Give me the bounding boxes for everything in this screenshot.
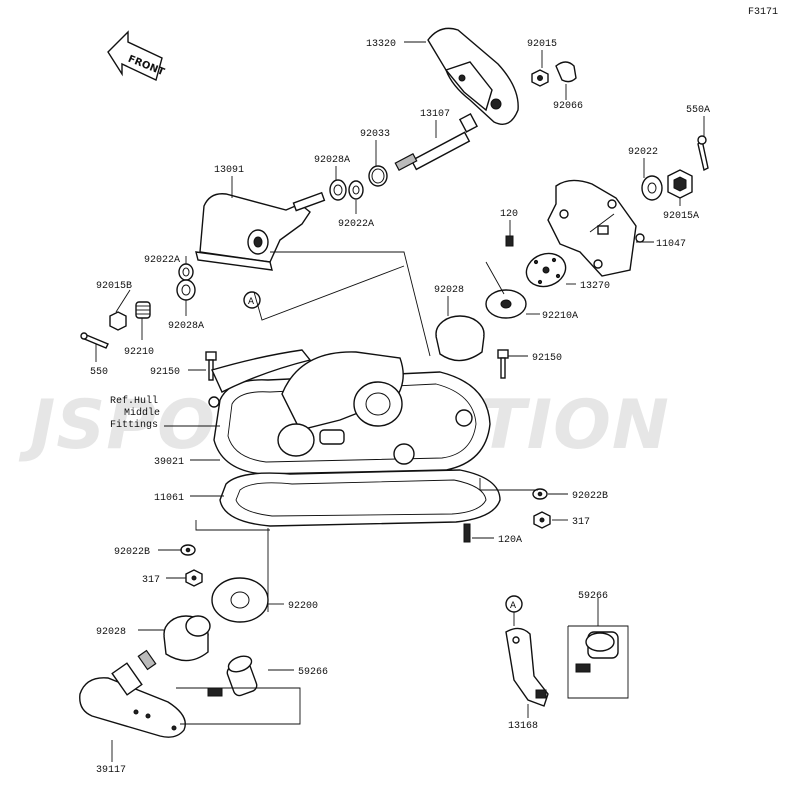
part-59266-knob-low bbox=[207, 655, 258, 697]
label-92150-right: 92150 bbox=[532, 353, 562, 364]
part-92028A-bushing-left bbox=[176, 279, 196, 301]
label-550: 550 bbox=[90, 367, 108, 378]
part-92033-circlip bbox=[368, 165, 388, 187]
leader-lines bbox=[95, 41, 705, 762]
label-92210: 92210 bbox=[124, 347, 154, 358]
label-92022: 92022 bbox=[628, 147, 658, 158]
part-92150-bolt-right bbox=[497, 349, 509, 379]
ref-hull-label: Ref.Hull bbox=[110, 395, 158, 407]
part-39021-body bbox=[208, 349, 491, 475]
part-13320-lever bbox=[427, 27, 519, 125]
part-92015B-nut bbox=[109, 311, 127, 331]
part-39117-lever bbox=[79, 649, 186, 738]
part-120A-bolt bbox=[463, 523, 471, 543]
part-11047-bracket bbox=[547, 179, 645, 277]
label-59266-right: 59266 bbox=[578, 591, 608, 602]
label-92028-low: 92028 bbox=[96, 627, 126, 638]
part-13107-shaft bbox=[394, 112, 479, 172]
label-92015A: 92015A bbox=[663, 211, 699, 222]
part-550-pin bbox=[80, 332, 109, 349]
label-59266-low: 59266 bbox=[298, 667, 328, 678]
part-13270-plate bbox=[525, 252, 567, 288]
label-92150-left: 92150 bbox=[150, 367, 180, 378]
part-13168-bracket bbox=[505, 627, 549, 707]
label-120: 120 bbox=[500, 209, 518, 220]
label-39021: 39021 bbox=[154, 457, 184, 468]
label-317-left: 317 bbox=[142, 575, 160, 586]
ref-fittings-label: Fittings bbox=[110, 419, 158, 431]
label-13091: 13091 bbox=[214, 165, 244, 176]
label-13107: 13107 bbox=[420, 109, 450, 120]
part-92022-washer bbox=[641, 175, 663, 201]
label-92022B-right: 92022B bbox=[572, 491, 608, 502]
label-92015: 92015 bbox=[527, 39, 557, 50]
part-92015A-nut bbox=[667, 169, 693, 199]
part-92210-spring bbox=[135, 301, 151, 319]
label-11061: 11061 bbox=[154, 493, 184, 504]
callout-a-lower: A bbox=[505, 595, 523, 613]
svg-text:A: A bbox=[510, 601, 516, 612]
part-92015-nut bbox=[531, 69, 549, 87]
part-317-nut-left bbox=[185, 569, 203, 587]
label-92200: 92200 bbox=[288, 601, 318, 612]
ref-middle-label: Middle bbox=[124, 407, 160, 419]
label-39117: 39117 bbox=[96, 765, 126, 776]
part-92022A-washer-left bbox=[178, 263, 194, 281]
label-92028A-left: 92028A bbox=[168, 321, 204, 332]
label-317-right: 317 bbox=[572, 517, 590, 528]
figure-code: F3171 bbox=[748, 7, 778, 18]
part-92022A-washer-top bbox=[348, 180, 364, 200]
label-13320: 13320 bbox=[366, 39, 396, 50]
label-120A: 120A bbox=[498, 535, 522, 546]
part-92210A-collar bbox=[485, 289, 527, 319]
part-11061-gasket bbox=[219, 469, 501, 527]
label-92022A-top: 92022A bbox=[338, 219, 374, 230]
part-92200-washer bbox=[211, 577, 269, 623]
part-317-nut-right bbox=[533, 511, 551, 529]
svg-text:A: A bbox=[248, 297, 254, 308]
label-92033: 92033 bbox=[360, 129, 390, 140]
part-92028-bushing-mid bbox=[435, 315, 485, 362]
part-92022B-washer-right bbox=[532, 488, 548, 500]
part-92028-bushing-low bbox=[163, 615, 211, 662]
part-92022B-washer-left bbox=[180, 544, 196, 556]
part-120-bolt bbox=[505, 235, 514, 247]
label-92210A: 92210A bbox=[542, 311, 578, 322]
label-92022A-left: 92022A bbox=[144, 255, 180, 266]
part-59266-knob-right bbox=[575, 631, 619, 673]
part-13091-housing bbox=[195, 191, 326, 271]
label-92028-mid: 92028 bbox=[434, 285, 464, 296]
part-92066-clip bbox=[555, 61, 577, 83]
label-92028A-top: 92028A bbox=[314, 155, 350, 166]
callout-a-upper: A bbox=[243, 291, 261, 309]
front-arrow-icon: FRONT bbox=[107, 30, 166, 81]
label-92066: 92066 bbox=[553, 101, 583, 112]
label-550A: 550A bbox=[686, 105, 710, 116]
label-13168: 13168 bbox=[508, 721, 538, 732]
label-92015B: 92015B bbox=[96, 281, 132, 292]
part-92028A-bushing-top bbox=[329, 179, 347, 201]
label-13270: 13270 bbox=[580, 281, 610, 292]
label-11047: 11047 bbox=[656, 239, 686, 250]
part-550A-pin bbox=[697, 135, 709, 172]
label-92022B-left: 92022B bbox=[114, 547, 150, 558]
